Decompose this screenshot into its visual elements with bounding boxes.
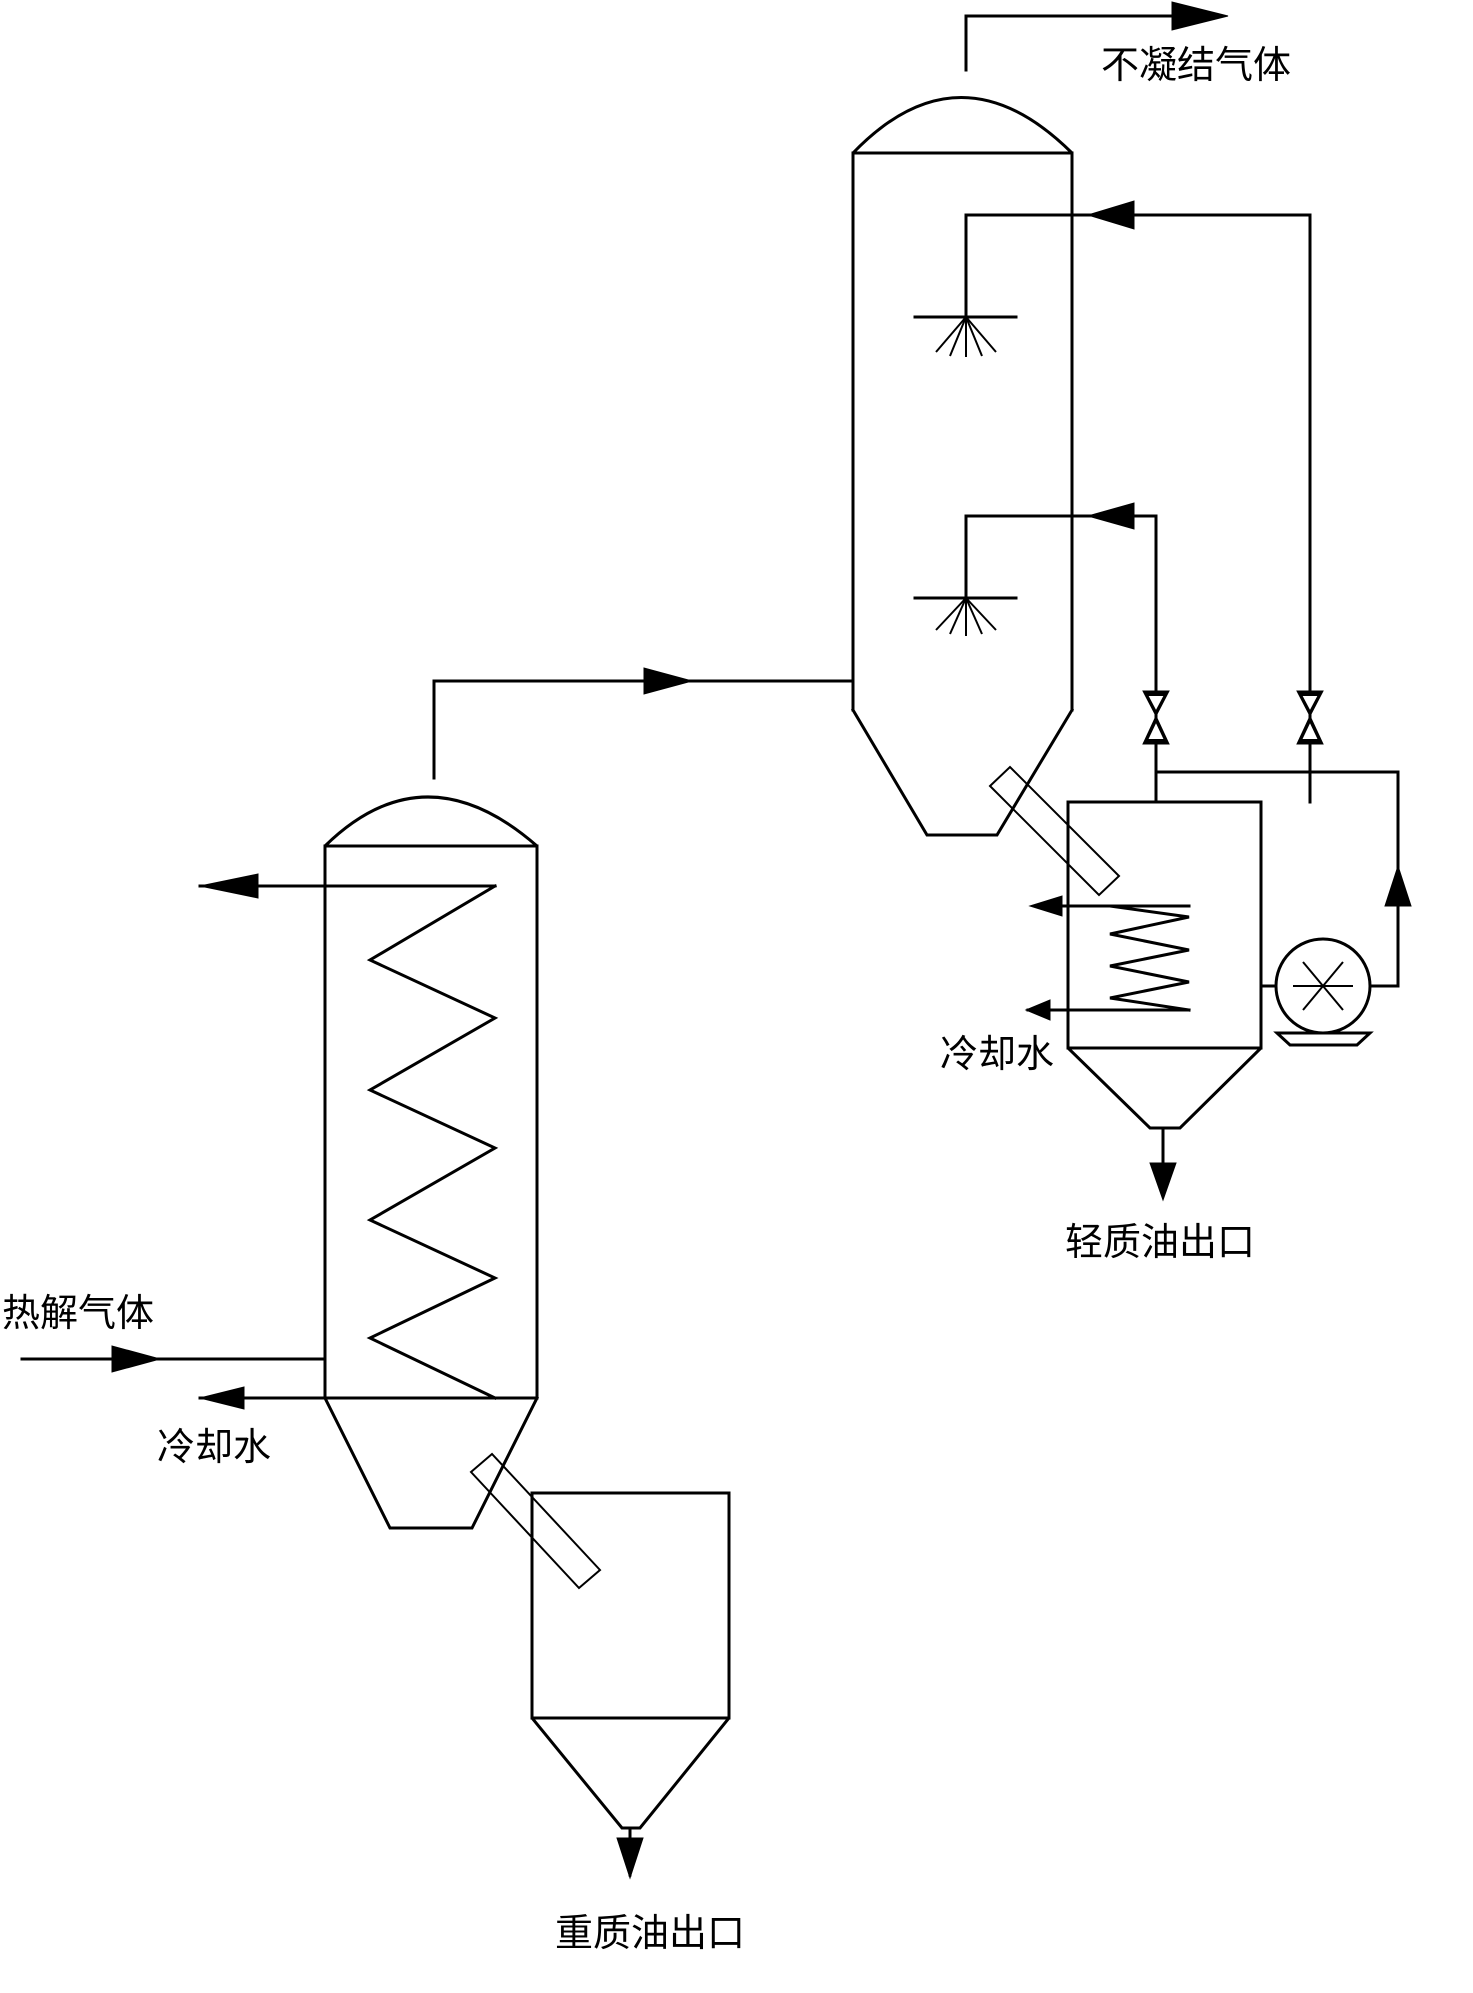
pyrolysis-gas-label: 热解气体 bbox=[2, 1291, 154, 1335]
light-oil-tank bbox=[1066, 800, 1263, 1202]
lower-spray-nozzle bbox=[913, 502, 1158, 804]
light-oil-cooling-coil bbox=[1109, 904, 1191, 1012]
cooling-water-right-arrow bbox=[1024, 999, 1051, 1021]
heavy-oil-dip-pipe bbox=[469, 1452, 602, 1590]
circulation-pump[interactable] bbox=[1259, 937, 1374, 1047]
light-oil-outlet-arrow bbox=[1149, 1162, 1177, 1202]
cooling-water-left-label: 冷却水 bbox=[157, 1425, 271, 1469]
primary-cooling-coil bbox=[366, 883, 499, 1401]
upper-recycle-arrow bbox=[1086, 200, 1135, 230]
valve-left[interactable] bbox=[1142, 690, 1170, 745]
valve-right[interactable] bbox=[1296, 690, 1324, 745]
primary-condenser bbox=[322, 795, 540, 1530]
gas-transfer-arrow bbox=[643, 667, 694, 695]
light-oil-outlet-label: 轻质油出口 bbox=[1065, 1220, 1255, 1264]
heavy-oil-outlet-label: 重质油出口 bbox=[555, 1911, 745, 1955]
coil-outlet-arrow bbox=[199, 873, 259, 899]
heavy-oil-tank bbox=[530, 1491, 731, 1880]
light-coil-outlet-arrow bbox=[1028, 895, 1063, 917]
cooling-water-left-arrow bbox=[199, 1386, 245, 1410]
non-condensable-gas-label: 不凝结气体 bbox=[1101, 43, 1291, 87]
spray-tower bbox=[850, 96, 1075, 837]
pump-discharge-arrow bbox=[1384, 864, 1412, 907]
pyrolysis-gas-arrow bbox=[111, 1345, 162, 1373]
lower-recycle-arrow bbox=[1086, 502, 1135, 530]
non-condensable-gas-arrow bbox=[1171, 1, 1229, 31]
heavy-oil-outlet-arrow bbox=[616, 1837, 644, 1880]
light-oil-dip-pipe bbox=[988, 765, 1121, 897]
upper-spray-nozzle bbox=[913, 200, 1312, 804]
cooling-water-right-label: 冷却水 bbox=[940, 1032, 1054, 1076]
